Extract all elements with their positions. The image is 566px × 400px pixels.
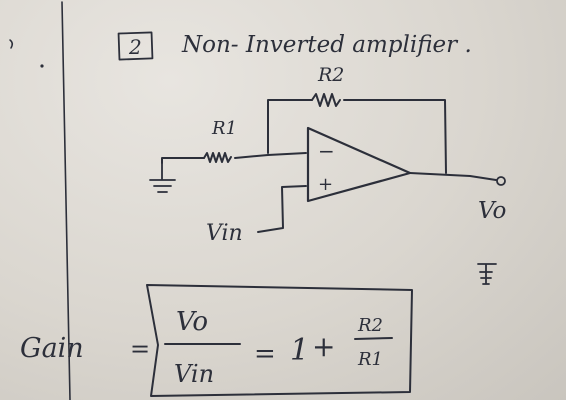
input-wire-left (161, 157, 205, 164)
feedback-wire-left (267, 99, 313, 154)
output-wire (409, 172, 497, 181)
heading-title: Non- Inverted amplifier . (181, 32, 472, 58)
gain-equals: = (130, 335, 150, 363)
frac2-bar (354, 337, 393, 340)
margin-line (61, 1, 71, 400)
ground-icon (149, 162, 176, 193)
feedback-resistor (311, 93, 341, 107)
input-wire-right (234, 152, 307, 159)
output-terminal (496, 176, 506, 186)
margin-dot (40, 64, 44, 68)
inverting-input-sign: − (318, 139, 335, 163)
ground-icon-right (477, 263, 497, 285)
heading-number: 2 (128, 35, 142, 59)
non-inverting-input-sign: + (318, 174, 333, 195)
heading-number-box (117, 31, 154, 61)
formula-equals-2: = (254, 339, 276, 369)
output-label: Vo (478, 198, 506, 224)
op-amp-symbol (306, 126, 412, 203)
vin-label: Vin (206, 221, 243, 246)
formula-box (146, 284, 413, 397)
vin-wire (257, 185, 307, 233)
frac1-denominator: Vin (174, 360, 214, 388)
formula-one: 1 (290, 333, 309, 368)
feedback-wire-right (343, 99, 447, 174)
frac2-denominator: R1 (357, 349, 383, 370)
input-resistor-label: R1 (211, 118, 237, 139)
frac2-numerator: R2 (357, 315, 383, 336)
formula-plus: + (312, 330, 335, 363)
feedback-resistor-label: R2 (317, 64, 344, 86)
input-resistor (203, 152, 232, 163)
gain-label: Gain (20, 333, 84, 364)
frac1-numerator: Vo (176, 307, 208, 337)
margin-mark (9, 39, 14, 49)
